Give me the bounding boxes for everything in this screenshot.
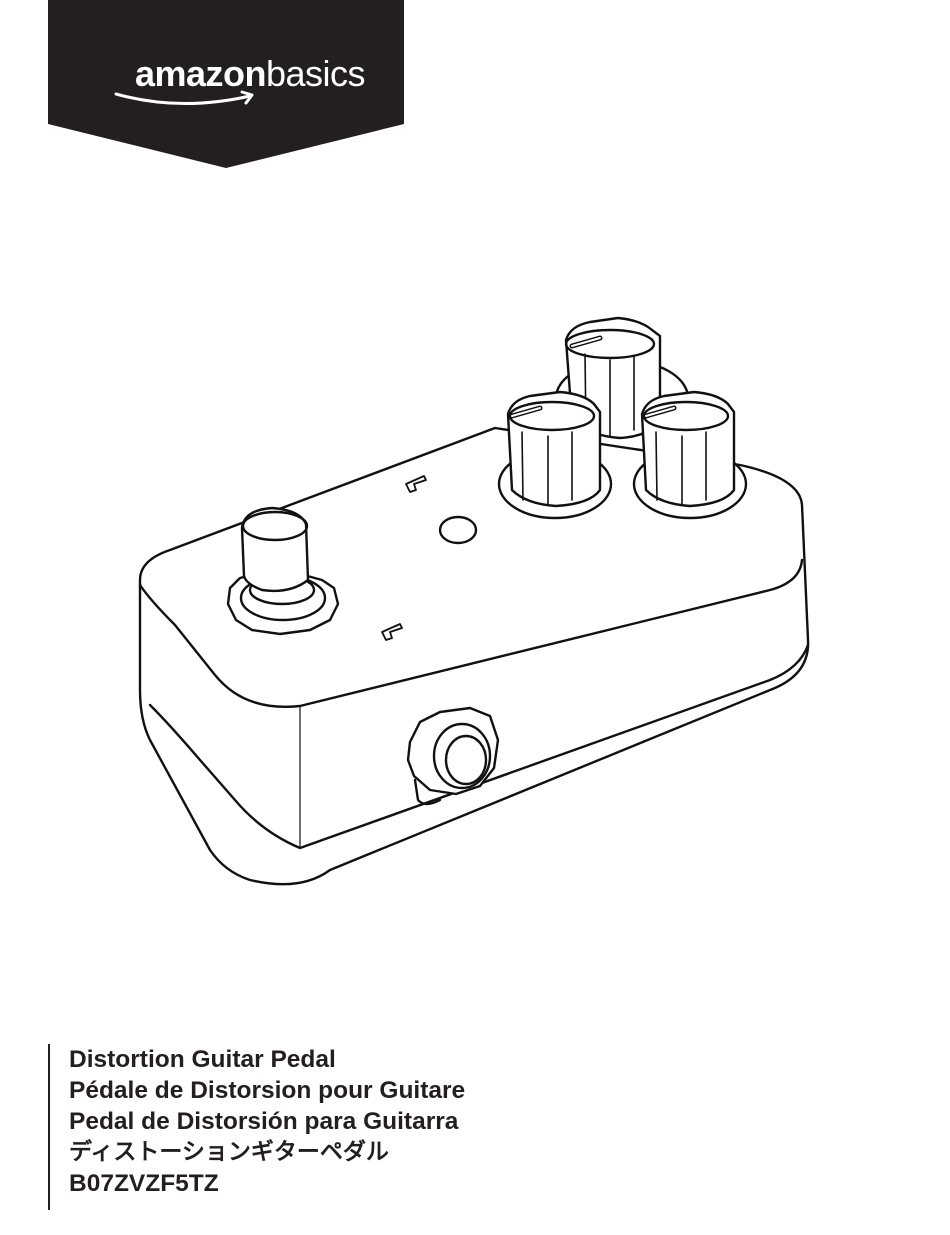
title-spanish: Pedal de Distorsión para Guitarra — [69, 1106, 465, 1137]
right-knob — [634, 392, 746, 518]
model-number: B07ZVZF5TZ — [69, 1168, 465, 1199]
title-french: Pédale de Distorsion pour Guitare — [69, 1075, 465, 1106]
left-knob — [499, 392, 611, 518]
amazonbasics-logo: amazonbasics — [112, 54, 388, 94]
distortion-pedal-illustration — [120, 300, 840, 900]
led-indicator — [440, 517, 476, 543]
input-jack — [408, 708, 498, 794]
logo-basics: basics — [266, 53, 365, 94]
title-japanese: ディストーションギターペダル — [69, 1137, 465, 1168]
title-english: Distortion Guitar Pedal — [69, 1044, 465, 1075]
logo-amazon: amazon — [135, 53, 266, 94]
product-illustration — [120, 300, 840, 900]
brand-banner: amazonbasics — [48, 0, 404, 168]
title-block: Distortion Guitar Pedal Pédale de Distor… — [48, 1044, 465, 1210]
logo-smile-icon — [110, 90, 270, 110]
